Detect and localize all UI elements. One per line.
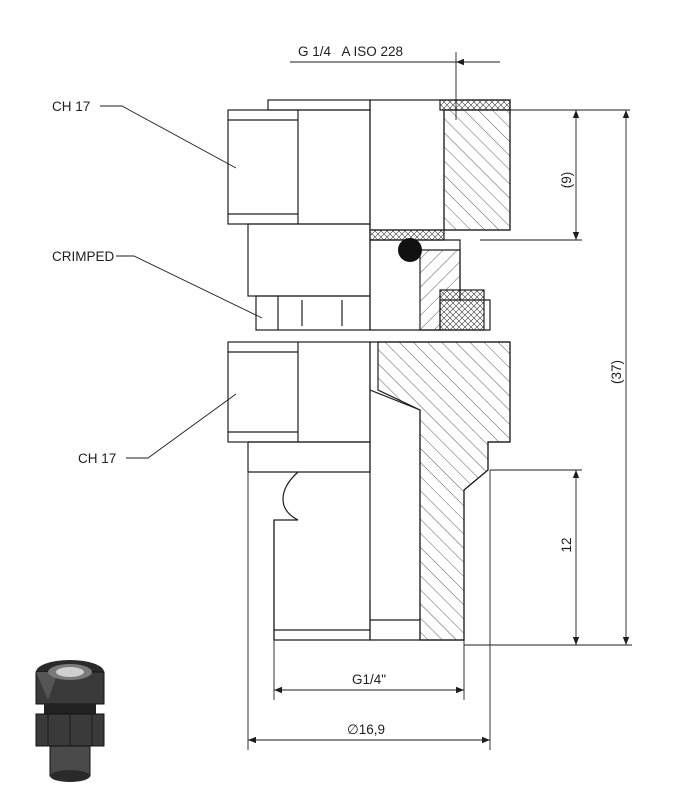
overall-length-dimension: (37) [609, 360, 624, 384]
crimp-ring [255, 295, 371, 331]
bottom-nut [227, 341, 371, 443]
diameter-dimension: ∅16,9 [347, 722, 385, 737]
crimped-label: CRIMPED [52, 249, 115, 264]
depth-top-dimension: (9) [559, 172, 574, 189]
fitting-outline [227, 99, 511, 641]
hex-bottom-label: CH 17 [78, 451, 116, 466]
bottom-shank [248, 441, 371, 641]
hex-top-label: CH 17 [52, 99, 90, 114]
dimension-lines [247, 52, 632, 750]
body-neck [247, 223, 371, 297]
thread-bottom-dimension: G1/4" [352, 672, 386, 687]
top-nut [227, 109, 371, 225]
thread-top-dimension: G 1/4 A ISO 228 [298, 44, 403, 59]
thread-length-dimension: 12 [559, 537, 574, 552]
o-ring [398, 238, 422, 262]
top-nut-collar [267, 99, 371, 111]
fitting-3d-render [35, 660, 105, 782]
leaders [100, 105, 263, 459]
